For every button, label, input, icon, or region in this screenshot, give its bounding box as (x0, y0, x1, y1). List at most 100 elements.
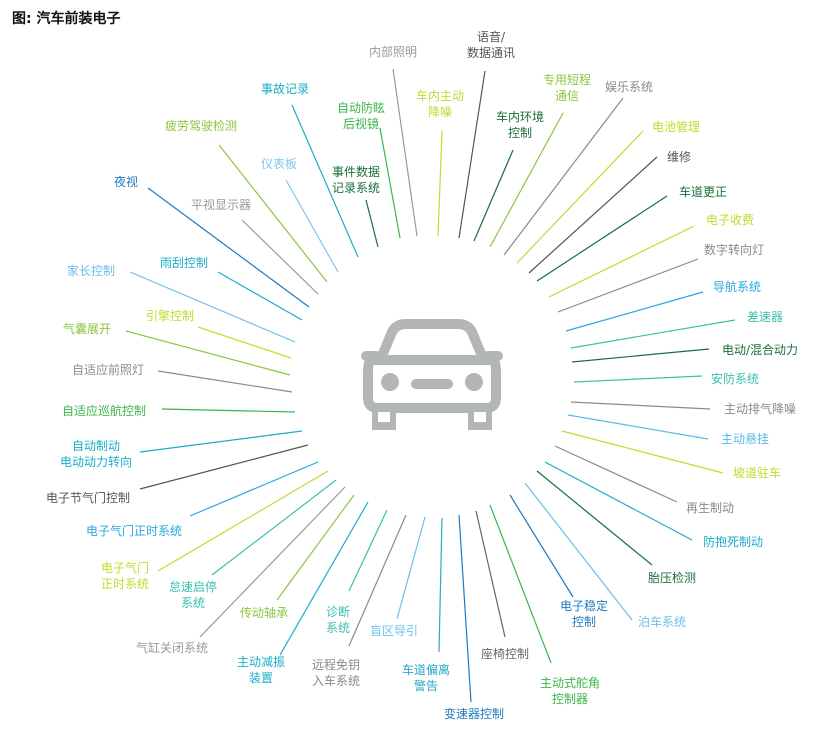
ray-line (139, 444, 309, 490)
feature-label: 电动/混合动力 (721, 343, 799, 357)
feature-label: 泊车系统 (637, 615, 687, 629)
feature-label: 自适应前照灯 (71, 363, 145, 377)
feature-label: 怠速启停 系统 (168, 580, 218, 610)
feature-label: 电池管理 (651, 120, 701, 134)
feature-label: 仪表板 (260, 157, 298, 171)
ray-line (129, 271, 296, 343)
ray-line (157, 370, 293, 393)
ray-line (509, 494, 574, 598)
feature-label: 胎压检测 (647, 571, 697, 585)
ray-line (437, 130, 443, 237)
ray-line (554, 445, 678, 503)
feature-label: 导航系统 (712, 280, 762, 294)
ray-line (161, 408, 296, 413)
figure-title: 图: 汽车前装电子 (12, 11, 121, 27)
feature-label: 电子气门 正时系统 (100, 561, 150, 591)
ray-line (211, 479, 337, 576)
feature-label: 诊断 系统 (325, 605, 351, 635)
car-icon (361, 319, 503, 430)
ray-line (570, 319, 736, 349)
feature-label: 自动制动 电动动力转向 (59, 439, 133, 469)
feature-label: 主动式舵角 控制器 (539, 676, 601, 706)
ray-line (458, 70, 486, 239)
ray-line (218, 144, 328, 283)
feature-label: 气缸关闭系统 (135, 641, 209, 655)
ray-line (557, 258, 699, 313)
ray-line (489, 504, 552, 664)
ray-line (348, 509, 388, 592)
feature-label: 电子节气门控制 (45, 491, 131, 505)
ray-line (536, 195, 668, 282)
ray-line (573, 375, 703, 383)
feature-label: 娱乐系统 (604, 80, 654, 94)
feature-label: 专用短程 通信 (542, 73, 592, 103)
feature-label: 盲区导引 (369, 624, 419, 638)
ray-line (570, 401, 711, 410)
ray-line (548, 225, 695, 298)
feature-label: 车道偏离 警告 (401, 663, 451, 693)
ray-line (561, 430, 724, 474)
ray-line (157, 470, 329, 572)
feature-label: 引擎控制 (145, 309, 195, 323)
feature-label: 再生制动 (685, 501, 735, 515)
ray-line (544, 461, 693, 541)
feature-label: 主动减振 装置 (236, 655, 286, 685)
feature-label: 事件数据 记录系统 (331, 165, 381, 195)
feature-label: 变速器控制 (443, 707, 505, 721)
feature-label: 安防系统 (710, 372, 760, 386)
feature-label: 差速器 (746, 310, 784, 324)
ray-line (567, 414, 709, 440)
feature-label: 主动排气降噪 (723, 402, 797, 416)
feature-label: 自适应巡航控制 (61, 404, 147, 418)
feature-label: 传动轴承 (239, 606, 289, 620)
feature-label: 车道更正 (678, 185, 728, 199)
feature-label: 远程免钥 入车系统 (311, 658, 361, 688)
ray-line (516, 130, 644, 264)
ray-line (276, 494, 355, 601)
ray-line (147, 187, 310, 308)
ray-line (503, 97, 624, 256)
ray-line (241, 219, 319, 295)
ray-line (396, 516, 426, 620)
feature-label: 疲劳驾驶检测 (164, 119, 238, 133)
feature-label: 防抱死制动 (702, 535, 764, 549)
feature-label: 夜视 (113, 175, 139, 189)
ray-line (199, 486, 346, 638)
feature-label: 气囊展开 (62, 322, 112, 336)
ray-line (473, 149, 514, 242)
ray-line (528, 156, 658, 274)
feature-label: 自动防眩 后视镜 (336, 101, 386, 131)
ray-line (125, 330, 291, 376)
feature-label: 主动悬挂 (720, 432, 770, 446)
ray-line (348, 514, 407, 647)
ray-line (458, 514, 472, 703)
feature-label: 车内环境 控制 (495, 110, 545, 140)
ray-line (475, 510, 506, 638)
ray-line (197, 326, 292, 359)
ray-line (217, 271, 303, 321)
feature-label: 家长控制 (66, 264, 116, 278)
ray-line (285, 179, 339, 273)
feature-label: 语音/ 数据通讯 (466, 30, 516, 60)
ray-line (189, 461, 319, 517)
feature-label: 事故记录 (260, 82, 310, 96)
feature-label: 内部照明 (368, 45, 418, 59)
ray-line (438, 517, 443, 653)
ray-line (565, 291, 704, 332)
ray-line (291, 104, 359, 258)
ray-line (365, 199, 379, 248)
feature-label: 坡道驻车 (732, 466, 782, 480)
feature-label: 电子收费 (705, 213, 755, 227)
ray-line (536, 470, 653, 566)
ray-line (489, 112, 564, 248)
feature-label: 维修 (666, 150, 692, 164)
feature-label: 数字转向灯 (703, 243, 765, 257)
feature-label: 座椅控制 (480, 647, 530, 661)
ray-line (524, 482, 633, 621)
ray-line (571, 348, 710, 363)
feature-label: 车内主动 降噪 (415, 89, 465, 119)
feature-label: 电子稳定 控制 (559, 599, 609, 629)
feature-label: 雨刮控制 (159, 256, 209, 270)
ray-line (392, 68, 418, 237)
